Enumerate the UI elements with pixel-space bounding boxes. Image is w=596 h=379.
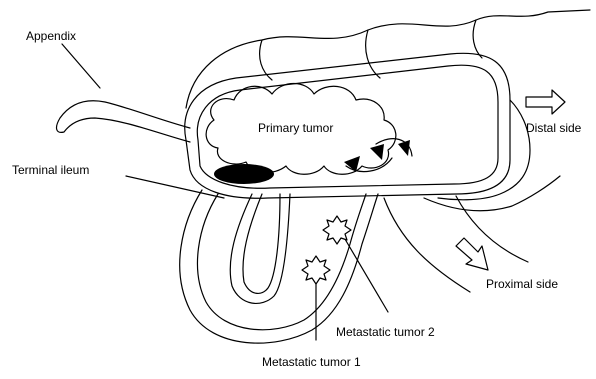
proximal-arrow	[456, 238, 488, 270]
tumor-triangle-3	[398, 140, 410, 156]
colon-right-contour	[438, 100, 530, 200]
appendix-label: Appendix	[26, 29, 76, 43]
black-lesion	[214, 164, 274, 184]
metastatic-tumor-2-label: Metastatic tumor 2	[336, 325, 435, 339]
distal-side-label: Distal side	[526, 121, 581, 135]
ileum-inner-u-inner	[243, 194, 280, 293]
metastatic-tumor-2-shape	[323, 216, 351, 244]
metastatic-tumor-1-shape	[302, 256, 330, 284]
colon-lower-contour	[424, 176, 560, 211]
primary-tumor-label: Primary tumor	[258, 121, 333, 135]
appendix-shape	[57, 101, 190, 142]
metastatic-tumor-1-label: Metastatic tumor 1	[262, 355, 361, 369]
ileum-inner-u-outer	[230, 194, 290, 303]
terminal-ileum-leader-line	[126, 176, 224, 198]
ileum-inner-loop	[197, 194, 366, 330]
proximal-side-label: Proximal side	[486, 277, 558, 291]
metastatic-tumor-2-leader-line	[342, 234, 388, 312]
distal-arrow	[526, 90, 565, 114]
tumor-triangle-2	[370, 144, 384, 160]
appendix-leader-line	[62, 44, 100, 88]
mesentery-line-2	[456, 196, 528, 262]
terminal-ileum-label: Terminal ileum	[12, 163, 89, 177]
colon-outer-wall	[186, 10, 590, 108]
ileum-outer-loop	[180, 190, 378, 343]
